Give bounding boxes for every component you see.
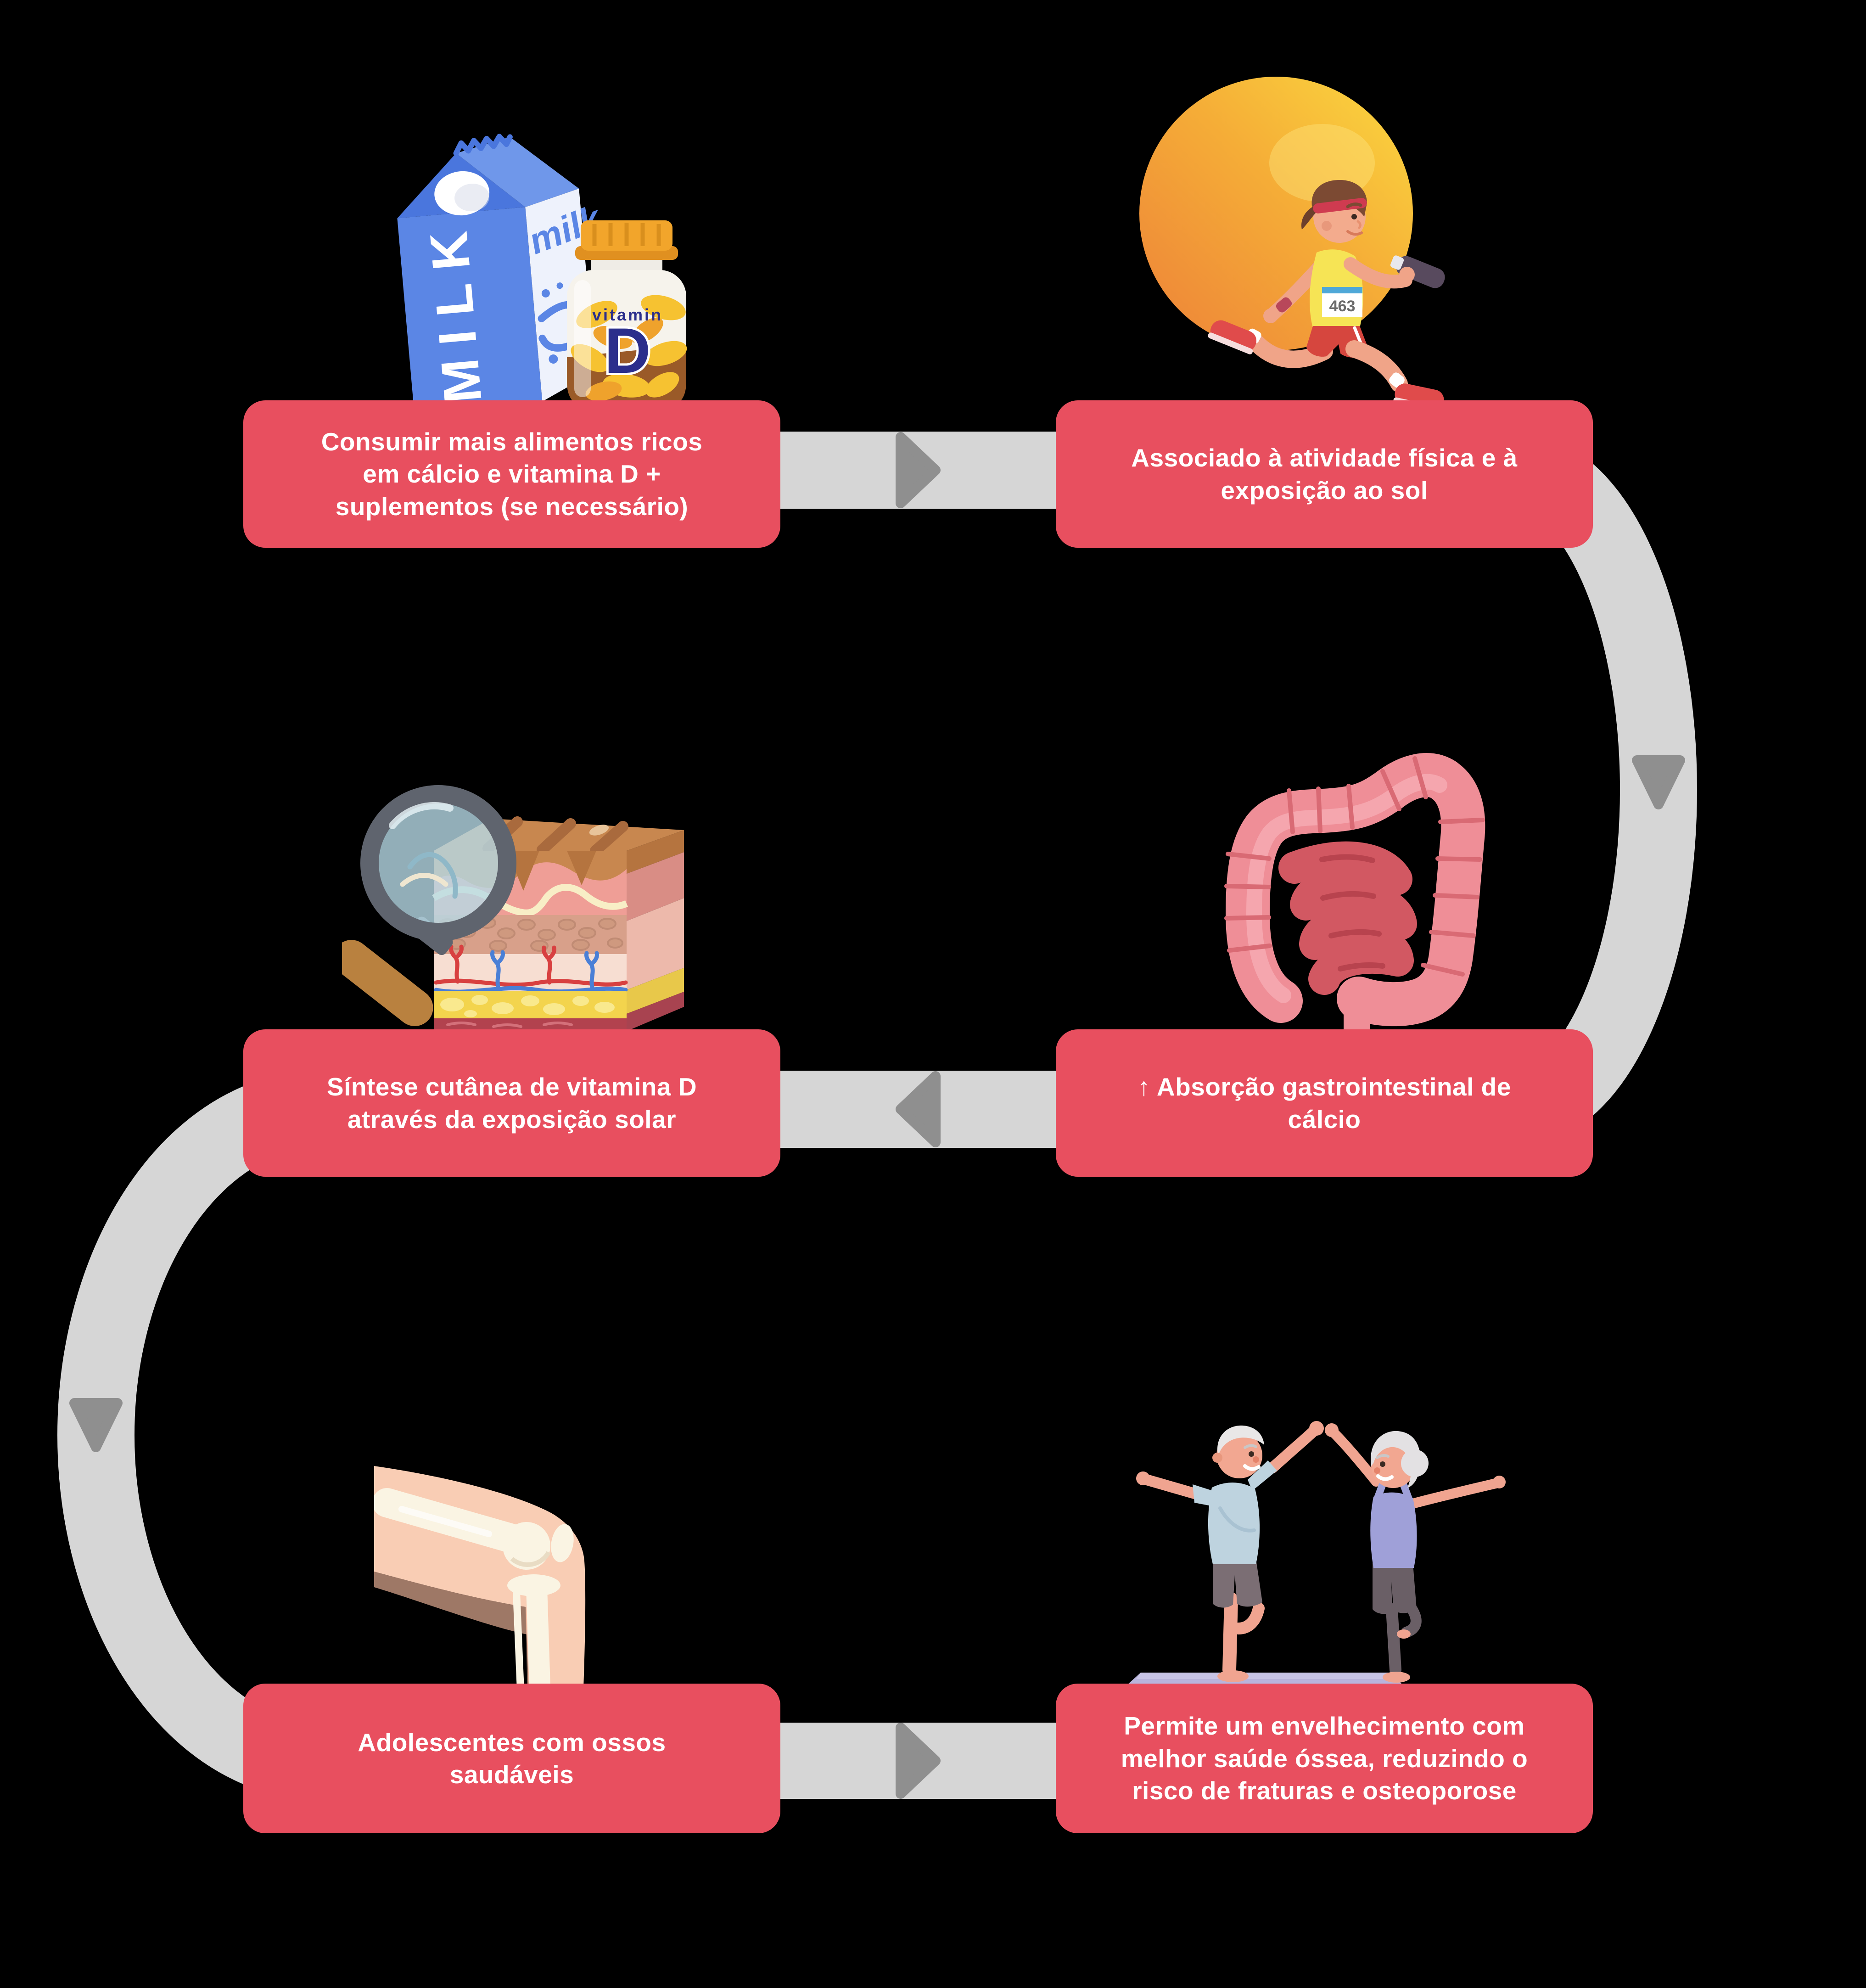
connector-right-curve xyxy=(1513,432,1697,1147)
step-label: Associado à atividade física e à exposiç… xyxy=(1131,444,1518,505)
step-box-consumir-alimentos: Consumir mais alimentos ricos em cálcio … xyxy=(243,400,780,548)
bones xyxy=(374,1488,574,1701)
connector-left-curve xyxy=(57,1070,322,1800)
elderly-couple-yoga-illustration xyxy=(1106,1421,1506,1704)
step-label: Permite um envelhecimento com melhor saú… xyxy=(1121,1712,1528,1805)
arrow-down-icon xyxy=(1632,755,1685,809)
knee-joint-illustration xyxy=(374,1466,586,1701)
milk-carton: MILK milk xyxy=(397,134,608,413)
step-box-adolescentes-ossos: Adolescentes com ossos saudáveis xyxy=(243,1684,780,1833)
step-label: Síntese cutânea de vitamina D através da… xyxy=(326,1073,697,1134)
step-box-envelhecimento-saudavel: Permite um envelhecimento com melhor saú… xyxy=(1056,1684,1593,1833)
arrow-left-icon xyxy=(896,1071,941,1147)
arrow-down-icon xyxy=(69,1398,123,1452)
runner: 463 xyxy=(1208,180,1445,413)
vitamin-jar-label: vitamin xyxy=(592,305,663,324)
arrow-right-icon xyxy=(896,432,941,508)
vitamin-d-jar: vitamin D xyxy=(567,220,687,409)
intestines-illustration xyxy=(1224,753,1485,1035)
runner-with-sun-illustration: 463 xyxy=(1139,77,1445,413)
step-box-atividade-fisica: Associado à atividade física e à exposiç… xyxy=(1056,400,1593,548)
step-box-absorcao-gastrointestinal: ↑ Absorção gastrointestinal de cálcio xyxy=(1056,1029,1593,1177)
elderly-woman xyxy=(1325,1423,1506,1683)
skin-cross-section-illustration xyxy=(342,785,684,1031)
step-box-sintese-cutanea: Síntese cutânea de vitamina D através da… xyxy=(243,1029,780,1177)
vitamin-jar-letter-d: D xyxy=(604,314,650,387)
magnifying-glass-icon xyxy=(342,785,516,1026)
race-bib-number: 463 xyxy=(1329,298,1356,315)
arrow-right-icon xyxy=(896,1723,941,1799)
step-label: ↑ Absorção gastrointestinal de cálcio xyxy=(1138,1073,1511,1134)
step-label: Consumir mais alimentos ricos em cálcio … xyxy=(321,427,703,521)
large-intestine xyxy=(1224,753,1485,1035)
milk-and-vitamin-d-illustration: MILK milk xyxy=(397,134,687,413)
elderly-man xyxy=(1136,1421,1324,1682)
small-intestine xyxy=(1278,841,1417,995)
step-label: Adolescentes com ossos saudáveis xyxy=(358,1728,666,1789)
